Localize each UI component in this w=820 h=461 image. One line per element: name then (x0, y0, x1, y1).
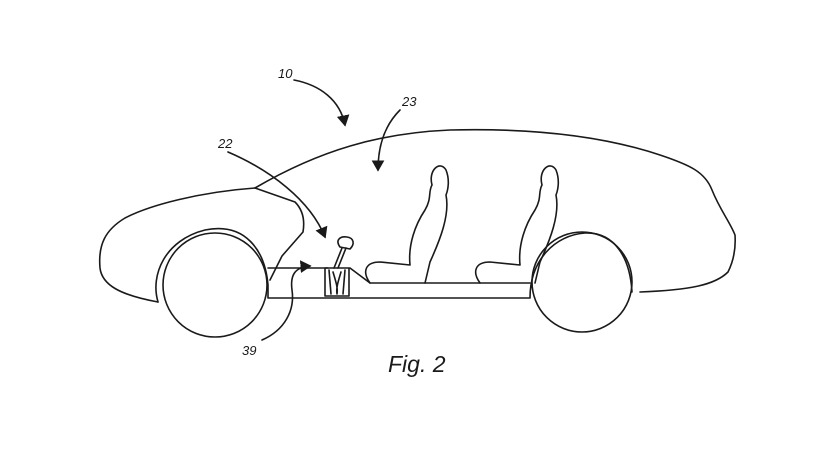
reference-arrows (227, 79, 401, 341)
label-22: 22 (217, 136, 233, 151)
label-39: 39 (242, 343, 256, 358)
rear-wheel (531, 231, 633, 333)
front-wheel (162, 232, 268, 338)
rear-seat (474, 165, 560, 284)
car-body (98, 128, 736, 303)
gear-shifter (324, 236, 354, 297)
label-10: 10 (278, 66, 293, 81)
figure-caption: Fig. 2 (388, 351, 446, 377)
front-seat (364, 165, 450, 284)
label-23: 23 (401, 94, 417, 109)
